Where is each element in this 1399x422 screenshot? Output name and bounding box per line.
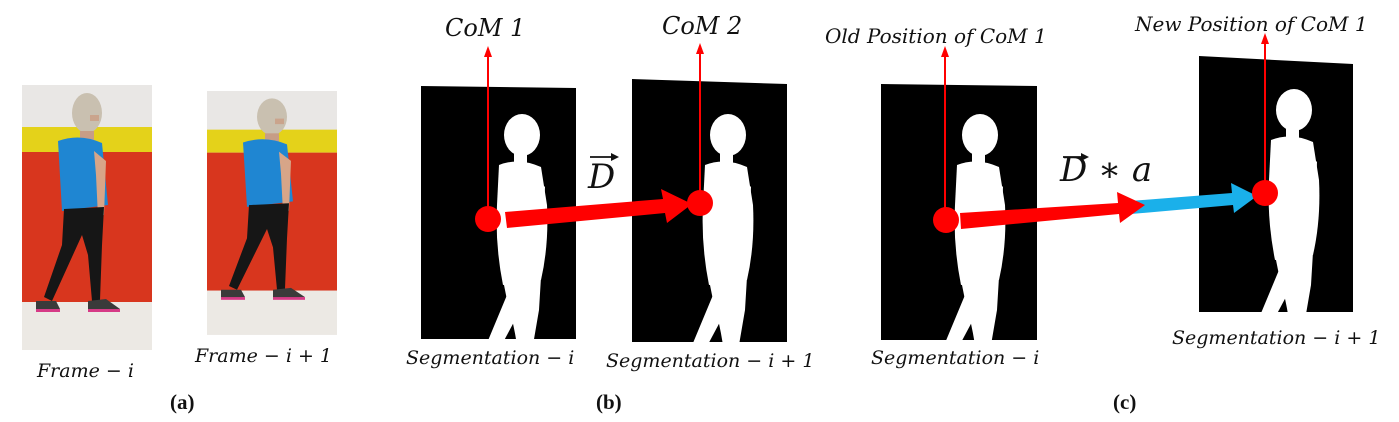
panel-c — [881, 33, 1353, 407]
frame-i1-label: Frame − i + 1 — [195, 345, 333, 367]
frame-i-label: Frame − i — [37, 360, 134, 382]
vector-d-label-c: D — [1060, 150, 1088, 190]
com2-label: CoM 2 — [662, 12, 743, 40]
frame-i-photo — [22, 85, 152, 350]
frame-i1-photo — [207, 91, 337, 335]
segmentation-i1-label-b: Segmentation − i + 1 — [606, 350, 815, 372]
caption-c: (c) — [1113, 390, 1137, 414]
panel-b — [421, 43, 787, 407]
scale-factor-label: ∗ a — [1098, 150, 1153, 190]
com1-label: CoM 1 — [445, 14, 526, 42]
new-com-marker — [1252, 180, 1278, 206]
com1-marker — [475, 206, 501, 232]
displacement-arrow-c — [960, 192, 1145, 229]
new-position-axis-arrowhead — [1261, 33, 1269, 44]
displacement-arrow-b — [505, 189, 692, 228]
caption-a: (a) — [170, 390, 195, 414]
old-com-marker — [933, 207, 959, 233]
panel-a — [22, 85, 337, 350]
segmentation-i1-label-c: Segmentation − i + 1 — [1172, 327, 1381, 349]
old-position-axis-arrowhead — [941, 46, 949, 57]
scaled-extension-arrow — [1130, 183, 1257, 214]
vector-arrowhead-b — [611, 153, 619, 161]
com1-axis-arrowhead — [484, 46, 492, 57]
vector-arrowhead-c — [1081, 153, 1089, 161]
segmentation-i-label-b: Segmentation − i — [406, 347, 575, 369]
caption-b: (b) — [596, 390, 622, 414]
old-position-label: Old Position of CoM 1 — [825, 24, 1047, 48]
com2-axis-arrowhead — [696, 43, 704, 54]
com2-marker — [687, 190, 713, 216]
segmentation-i-label-c: Segmentation − i — [871, 347, 1040, 369]
vector-d-label-b: D — [588, 157, 616, 197]
new-position-label: New Position of CoM 1 — [1135, 12, 1368, 36]
